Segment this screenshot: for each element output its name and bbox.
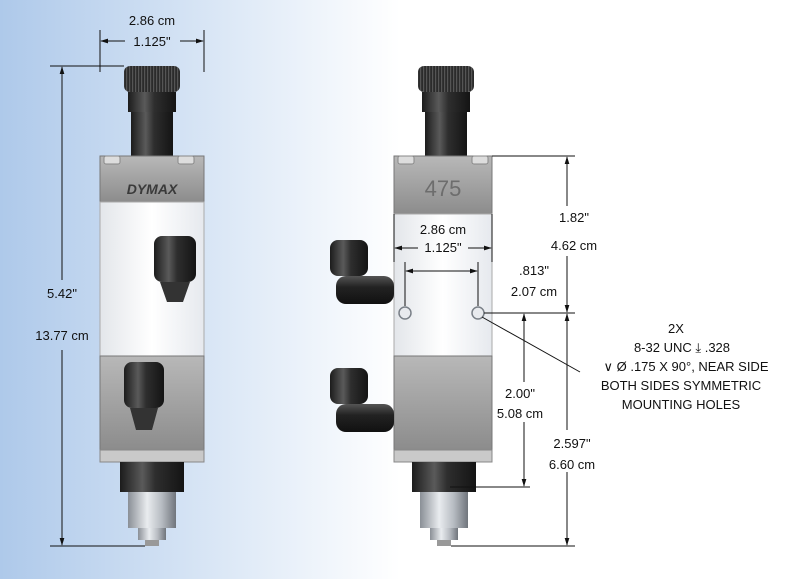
right-steel-tip	[420, 492, 468, 528]
left-width-in: 1.125"	[133, 34, 171, 49]
left-width-cm: 2.86 cm	[129, 13, 175, 28]
top-to-hole-dimension: 1.82" 4.62 cm	[551, 156, 597, 313]
right-knurled-knob	[418, 66, 474, 92]
right-lower-elbow-fitting	[330, 368, 368, 404]
right-bottom-block	[393, 355, 493, 451]
right-valve-view: 475	[330, 66, 493, 546]
hole-to-bottom-dimension: 2.597" 6.60 cm	[549, 313, 595, 546]
mid-dim-in: 2.00"	[505, 386, 535, 401]
right-width-in: 1.125"	[424, 240, 462, 255]
hole-offset-in: .813"	[519, 263, 549, 278]
left-valve-view: DYMAX	[99, 66, 205, 546]
hole-offset-dimension: .813" 2.07 cm	[404, 262, 557, 306]
right-upper-elbow-fitting	[330, 240, 368, 276]
note-line-3: ∨ Ø .175 X 90°, NEAR SIDE	[603, 359, 768, 374]
left-knob-collar	[128, 92, 176, 112]
bottom-dim-cm: 6.60 cm	[549, 457, 595, 472]
left-lower-fitting	[124, 362, 164, 408]
left-knob-stem	[131, 112, 173, 156]
right-white-body	[393, 213, 493, 357]
right-top-block	[393, 155, 493, 215]
left-steel-tip	[128, 492, 176, 528]
left-upper-fitting	[154, 236, 196, 282]
note-line-4: BOTH SIDES SYMMETRIC	[601, 378, 761, 393]
bottom-dim-in: 2.597"	[553, 436, 591, 451]
left-height-in: 5.42"	[47, 286, 77, 301]
left-knurled-knob	[124, 66, 180, 92]
top-dim-in: 1.82"	[559, 210, 589, 225]
top-dim-cm: 4.62 cm	[551, 238, 597, 253]
mid-dim-cm: 5.08 cm	[497, 406, 543, 421]
left-height-dimension: 5.42" 13.77 cm	[35, 65, 145, 547]
mounting-hole-left	[398, 306, 412, 320]
note-line-1: 2X	[668, 321, 684, 336]
note-leader-line	[481, 316, 581, 373]
left-width-dimension: 2.86 cm 1.125"	[99, 13, 205, 72]
note-line-5: MOUNTING HOLES	[622, 397, 741, 412]
right-width-dimension: 2.86 cm 1.125"	[393, 214, 493, 262]
mounting-hole-note: 2X 8-32 UNC ⤓ .328 ∨ Ø .175 X 90°, NEAR …	[601, 321, 769, 412]
right-knob-stem	[425, 112, 467, 156]
left-bottom-nut	[120, 462, 184, 492]
hole-to-tip-dimension: 2.00" 5.08 cm	[497, 313, 543, 487]
model-number-engraving: 475	[425, 176, 462, 201]
right-width-cm: 2.86 cm	[420, 222, 466, 237]
left-height-cm: 13.77 cm	[35, 328, 88, 343]
hole-offset-cm: 2.07 cm	[511, 284, 557, 299]
note-line-2: 8-32 UNC ⤓ .328	[634, 340, 730, 355]
dymax-logo-text: DYMAX	[127, 181, 179, 197]
